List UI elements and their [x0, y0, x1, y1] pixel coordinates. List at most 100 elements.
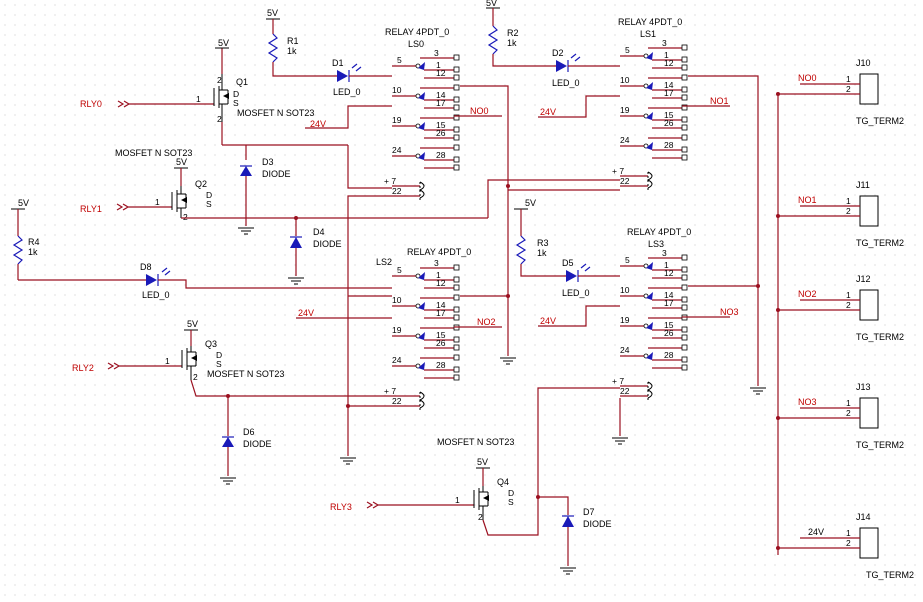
ground-symbol: [220, 477, 236, 485]
ls3-24v-label: 24V: [540, 316, 556, 326]
r1-d1-section: 5V R1 1k D1 LED_0: [266, 8, 392, 97]
relay-pin-number: 3: [434, 48, 439, 58]
relay-pin-number: 12: [664, 268, 674, 278]
connectors-group: J1012NO0TG_TERM2J1112NO1TG_TERM2J1212NO2…: [776, 58, 914, 580]
d4-value: DIODE: [313, 239, 342, 249]
d3-diode-symbol: [240, 165, 252, 176]
relay-pin-number: 10: [392, 85, 402, 95]
d8-value: LED_0: [142, 290, 170, 300]
q3-type: MOSFET N SOT23: [207, 369, 284, 379]
relay-no-output-label: NO0: [470, 106, 489, 116]
r4-ref: R4: [28, 237, 40, 247]
svg-text:1: 1: [196, 94, 201, 104]
connector-type: TG_TERM2: [856, 332, 904, 342]
r3-value: 1k: [537, 248, 547, 258]
terminal-block-symbol: [859, 289, 879, 321]
r2-d2-section: 5V R2 1k D2 LED_0: [486, 0, 620, 88]
r3-d5-section: 5V R3 1k D5 LED_0: [514, 198, 620, 298]
q3-mosfet-symbol: [181, 346, 197, 380]
svg-text:1: 1: [846, 196, 851, 206]
relay-pin-number: 17: [436, 308, 446, 318]
relay-pin-number: 26: [436, 128, 446, 138]
r4-resistor-symbol: [12, 235, 24, 265]
connector-type: TG_TERM2: [856, 440, 904, 450]
relay-coil-minus: 22: [392, 186, 402, 196]
connector-ref: J14: [856, 512, 871, 522]
svg-text:2: 2: [846, 538, 851, 548]
relay-pin-number: 17: [664, 88, 674, 98]
ground-symbol: [500, 357, 516, 365]
terminal-block-symbol: [859, 527, 879, 559]
relay-pin-number: 15: [436, 120, 446, 130]
ground-symbol: [238, 227, 254, 235]
q4-5v-label: 5V: [477, 457, 488, 467]
d3-ref: D3: [262, 157, 274, 167]
d2-value: LED_0: [552, 78, 580, 88]
d1-value: LED_0: [333, 87, 361, 97]
r3-resistor-symbol: [515, 235, 527, 265]
q1-section: RLY0 1 5V 2 2 Q1 D S MOSFET N SOT23: [80, 38, 392, 235]
q2-type: MOSFET N SOT23: [115, 148, 192, 158]
svg-text:1: 1: [846, 74, 851, 84]
relay-pin-number: 19: [620, 105, 630, 115]
relay-pin-number: 3: [662, 38, 667, 48]
d7-value: DIODE: [583, 519, 612, 529]
relay-pin-number: 28: [436, 360, 446, 370]
q4-ref: Q4: [497, 477, 509, 487]
connector-net-label: NO0: [798, 73, 817, 83]
relay-type-label: RELAY 4PDT_0: [385, 27, 449, 37]
relay-pin-number: 5: [625, 255, 630, 265]
r2-resistor-symbol: [487, 25, 499, 55]
rly2-input-label: RLY2: [72, 363, 94, 373]
d7-ref: D7: [583, 507, 595, 517]
relay-pin-number: 10: [620, 75, 630, 85]
relay-coil-plus: + 7: [612, 166, 624, 176]
relay-pin-number: 12: [664, 58, 674, 68]
q4-section: MOSFET N SOT23 5V RLY3 1 Q4 D S 2 D7 DI: [330, 387, 620, 575]
relay-pin-number: 28: [664, 350, 674, 360]
relay-pin-number: 10: [620, 285, 630, 295]
connector-ref: J11: [856, 180, 870, 190]
svg-text:2: 2: [193, 372, 198, 382]
q1-mosfet-symbol: [213, 74, 229, 122]
svg-text:1: 1: [155, 197, 160, 207]
d6-ref: D6: [243, 427, 255, 437]
rly3-input-label: RLY3: [330, 502, 352, 512]
connector-type: TG_TERM2: [856, 238, 904, 248]
relay-coil-plus: + 7: [384, 386, 396, 396]
relay-pin-number: 28: [436, 150, 446, 160]
r2-5v-label: 5V: [486, 0, 497, 8]
connector-ref: J12: [856, 274, 871, 284]
ground-symbol: [750, 387, 766, 395]
svg-text:2: 2: [183, 212, 188, 222]
svg-text:2: 2: [846, 300, 851, 310]
d5-value: LED_0: [562, 288, 590, 298]
relay-pin-number: 1: [664, 50, 669, 60]
svg-text:1: 1: [455, 495, 460, 505]
d6-diode-symbol: [222, 436, 234, 447]
q1-ref: Q1: [236, 77, 248, 87]
relay-pin-number: 1: [664, 260, 669, 270]
connector-type: TG_TERM2: [866, 570, 914, 580]
r1-value: 1k: [287, 46, 297, 56]
relay-pin-number: 26: [664, 118, 674, 128]
relay-pin-number: 17: [664, 298, 674, 308]
r1-ref: R1: [287, 36, 299, 46]
svg-text:2: 2: [217, 75, 222, 85]
r2-ref: R2: [507, 28, 519, 38]
rly1-input-label: RLY1: [80, 204, 102, 214]
q4-mosfet-symbol: [473, 486, 489, 520]
r4-5v-label: 5V: [18, 198, 29, 208]
svg-text:2: 2: [478, 512, 483, 522]
connector-net-label: NO2: [798, 289, 817, 299]
svg-text:1: 1: [846, 290, 851, 300]
d3-value: DIODE: [262, 169, 291, 179]
relay-type-label: RELAY 4PDT_0: [618, 17, 682, 27]
relay-pin-number: 14: [436, 300, 446, 310]
